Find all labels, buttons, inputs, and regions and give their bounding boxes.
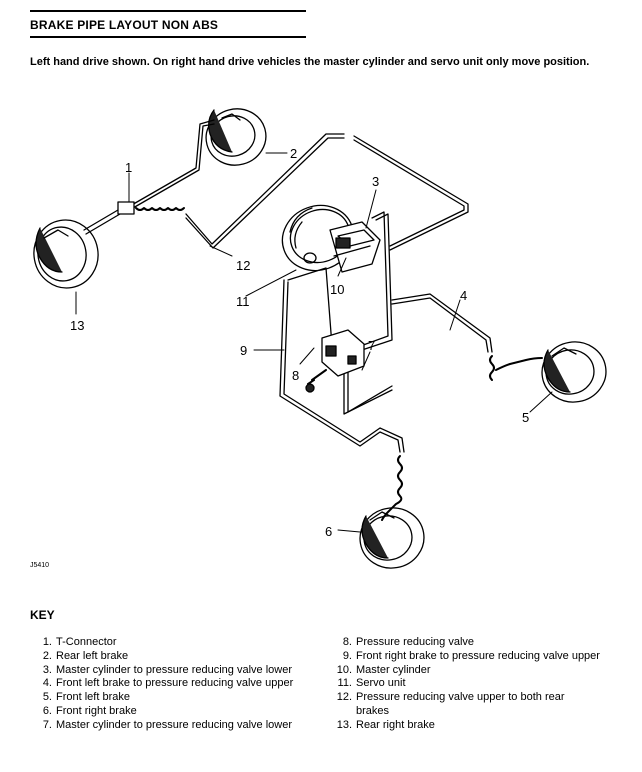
key-item: 7.Master cylinder to pressure reducing v…: [42, 718, 292, 731]
rear-right-brake: [33, 219, 99, 289]
rear-left-brake: [205, 108, 267, 166]
callout-10: 10: [330, 282, 344, 297]
callout-11: 11: [236, 294, 250, 309]
master-cylinder: [329, 221, 381, 273]
callout-5: 5: [522, 410, 529, 425]
pressure-reducing-valve: [305, 329, 365, 393]
key-item: 10.Master cylinder: [336, 663, 431, 676]
brake-pipe-diagram: 1 2 3 4 5 6 7 8 9 10 11 12 13 J5410: [30, 108, 607, 569]
callout-2: 2: [290, 146, 297, 161]
key-item: 1.T-Connector: [42, 636, 117, 648]
key-item: 2.Rear left brake: [42, 649, 129, 662]
key-list-left: 1.T-Connector 2.Rear left brake 3.Master…: [30, 636, 320, 733]
callout-13: 13: [70, 318, 84, 333]
title-underline: [30, 36, 306, 38]
page-title: BRAKE PIPE LAYOUT NON ABS: [30, 18, 219, 32]
key-item: 11.Servo unit: [337, 677, 406, 690]
callout-6: 6: [325, 524, 332, 539]
key-item: 9.Front right brake to pressure reducing…: [342, 649, 600, 662]
front-right-brake: [359, 507, 425, 569]
front-left-brake: [541, 341, 607, 403]
key-list-right: 8.Pressure reducing valve 9.Front right …: [330, 636, 600, 733]
key-heading: KEY: [30, 608, 55, 622]
key-item: 6.Front right brake: [42, 704, 137, 717]
brake-pipes: [83, 119, 543, 521]
callout-12: 12: [236, 258, 250, 273]
key-item: 8.Pressure reducing valve: [342, 636, 475, 648]
callout-4: 4: [460, 288, 467, 303]
figure-id: J5410: [30, 562, 49, 569]
callout-7: 7: [368, 338, 375, 353]
callout-8: 8: [292, 368, 299, 383]
key-item: 13.Rear right brake: [336, 718, 435, 731]
callout-labels: 1 2 3 4 5 6 7 8 9 10 11 12 13 J5410: [30, 146, 529, 569]
callout-3: 3: [372, 174, 379, 189]
leader-lines: [75, 152, 553, 533]
intro-text: Left hand drive shown. On right hand dri…: [30, 56, 590, 68]
key-item: 3.Master cylinder to pressure reducing v…: [42, 663, 292, 676]
callout-1: 1: [125, 160, 132, 175]
callout-9: 9: [240, 343, 247, 358]
key-item: 12.Pressure reducing valve upper to both…: [336, 691, 565, 717]
top-rule: [30, 10, 306, 12]
key-item: 5.Front left brake: [42, 691, 130, 704]
key-item: 4.Front left brake to pressure reducing …: [42, 677, 294, 690]
